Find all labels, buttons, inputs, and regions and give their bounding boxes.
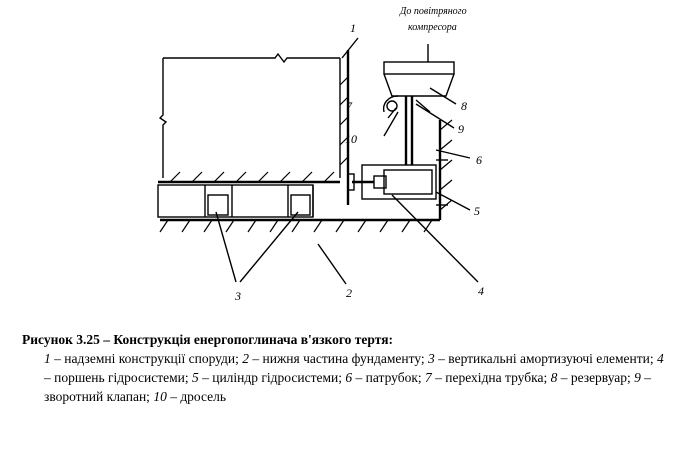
caption-item-10-num: 10 (153, 389, 167, 404)
hydraulic-cylinder (347, 159, 448, 206)
caption-body: 1 – надземні конструкції споруди; 2 – ни… (22, 349, 672, 406)
caption-item-1-num: 1 (44, 351, 51, 366)
slab-hatching (169, 171, 335, 183)
caption-item-4-num: 4 (656, 351, 664, 366)
foundation-wall (339, 50, 350, 205)
caption-item-4-text: – поршень гідросистеми; (44, 370, 192, 385)
note-compressor-line1: До повітряного (399, 6, 467, 17)
caption-item-7-num: 7 (425, 370, 432, 385)
caption-item-6-text: – патрубок; (352, 370, 426, 385)
caption-item-3-text: – вертикальні амортизуючі елементи; (434, 351, 657, 366)
label-4: 4 (478, 284, 484, 298)
caption-title: Рисунок 3.25 – Конструкція енергопоглина… (22, 332, 394, 347)
caption-item-2-text: – нижня частина фундаменту; (249, 351, 429, 366)
caption-item-1-text: – надземні конструкції споруди; (50, 351, 243, 366)
right-retaining-wall (438, 119, 453, 220)
caption-item-2-num: 2 (242, 351, 250, 366)
label-6: 6 (476, 153, 482, 167)
piping (382, 95, 431, 165)
caption-item-7-text: – перехідна трубка; (431, 370, 551, 385)
figure-caption: Рисунок 3.25 – Конструкція енергопоглина… (22, 330, 672, 406)
caption-item-8-text: – резервуар; (557, 370, 635, 385)
caption-item-5-text: – циліндр гідросистеми; (198, 370, 346, 385)
caption-item-5-num: 5 (191, 370, 199, 385)
caption-item-9-text: – зворотний клапан; (44, 370, 652, 404)
label-9: 9 (458, 122, 464, 136)
label-10: 10 (345, 132, 357, 146)
above-ground-structure (158, 52, 341, 184)
caption-item-6-num: 6 (345, 370, 353, 385)
caption-item-8-num: 8 (550, 370, 558, 385)
reservoir (383, 44, 455, 97)
vertical-damping-elements (157, 184, 314, 218)
label-2: 2 (346, 286, 352, 300)
note-compressor-line2: компресора (408, 22, 457, 33)
label-8: 8 (461, 99, 467, 113)
foundation-ground (159, 218, 440, 233)
label-3: 3 (234, 289, 241, 303)
leader-lines (215, 37, 479, 285)
label-7: 7 (346, 99, 353, 113)
caption-item-3-num: 3 (428, 351, 435, 366)
diagram-svg: До повітряного компресора 1 2 3 4 5 6 7 … (157, 6, 484, 303)
caption-item-10-text: – дросель (166, 389, 227, 404)
caption-item-9-num: 9 (634, 370, 641, 385)
label-1: 1 (350, 21, 356, 35)
label-5: 5 (474, 204, 480, 218)
